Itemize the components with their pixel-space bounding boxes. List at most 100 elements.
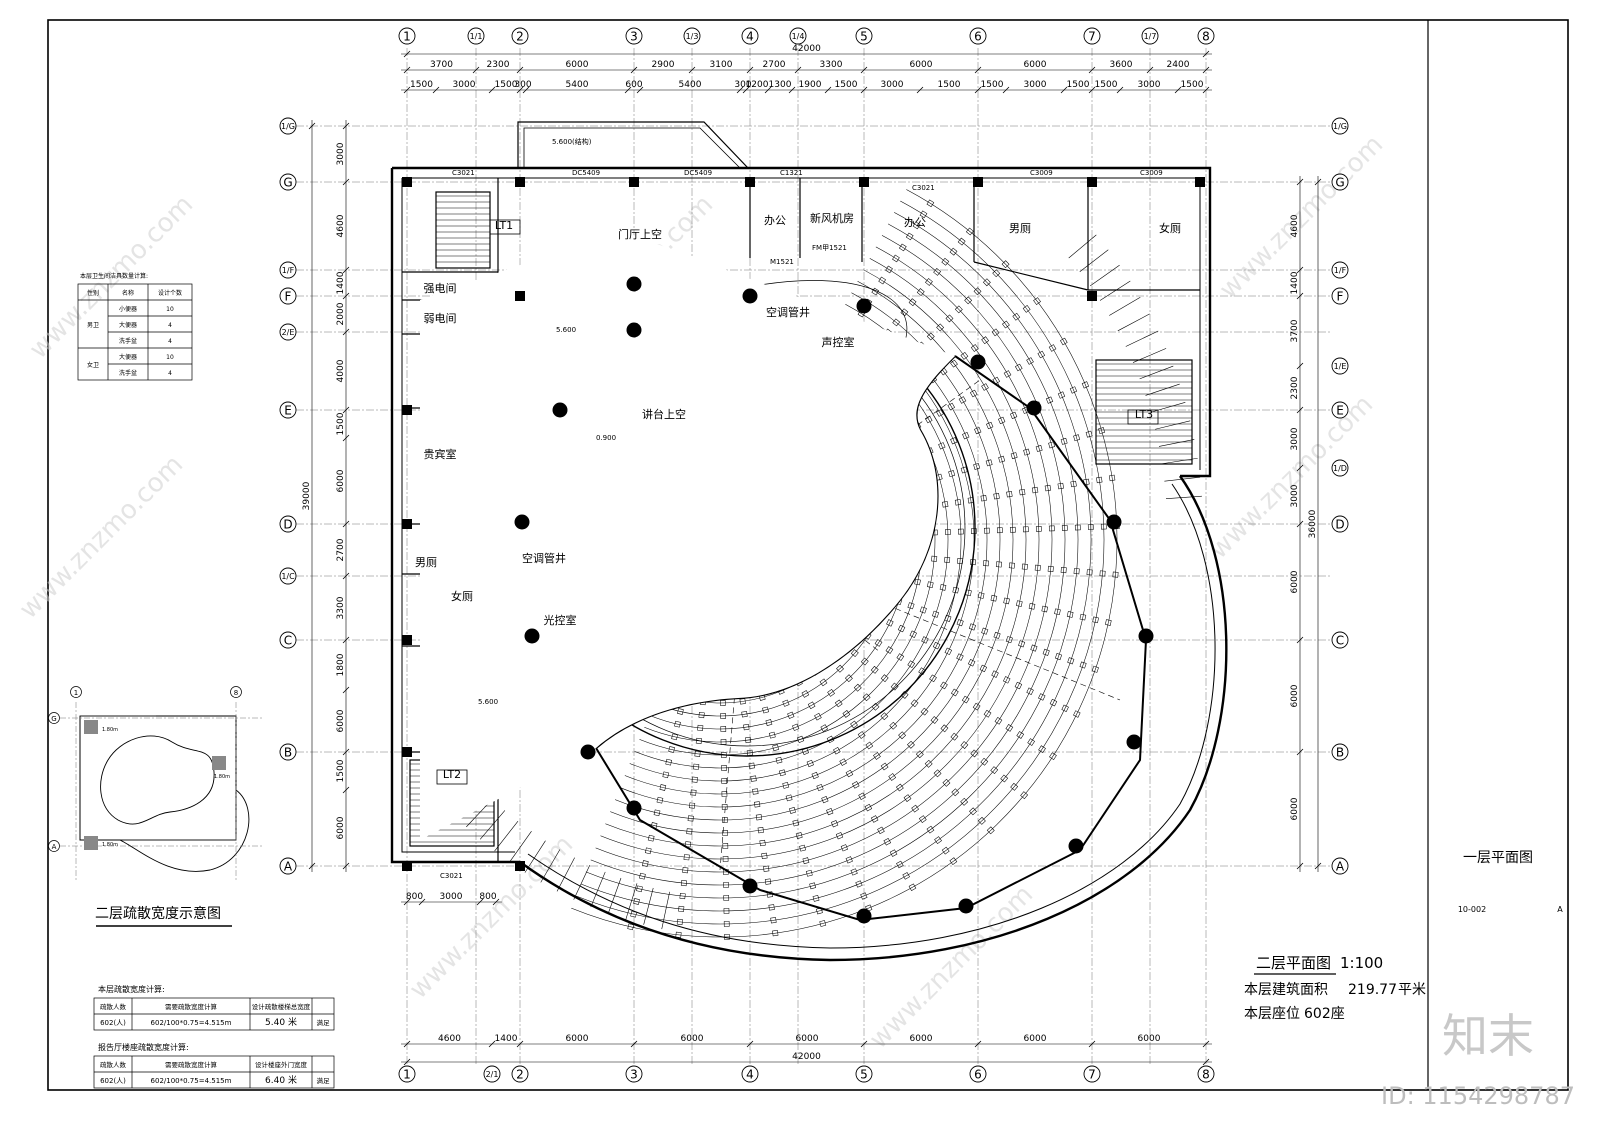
- fixture-cell-1-1: 大便器: [119, 321, 137, 329]
- svg-text:D: D: [283, 518, 292, 532]
- svg-text:6000: 6000: [1138, 1034, 1161, 1044]
- lift-lt3-box: [1127, 409, 1159, 425]
- fixture-cell-0-0: 男卫: [87, 322, 99, 329]
- svg-text:1800: 1800: [336, 653, 346, 676]
- room-strong-elec: 强电间: [424, 282, 457, 295]
- plan-title-block: 二层平面图 1:100 本层建筑面积 219.77 平米 本层座位 602座: [1244, 954, 1426, 1022]
- svg-text:G: G: [283, 176, 292, 190]
- svg-text:1300: 1300: [769, 80, 792, 90]
- svg-text:800: 800: [479, 892, 496, 902]
- plan-title-name: 二层平面图: [1256, 954, 1331, 972]
- evac-table-2-title: 报告厅楼座疏散宽度计算:: [98, 1042, 189, 1052]
- svg-text:2/E: 2/E: [282, 328, 295, 337]
- svg-text:B: B: [284, 746, 292, 760]
- axis-bubble-left-3: F: [279, 287, 297, 305]
- axis-bubble-right-1: G: [1331, 173, 1349, 191]
- label-elev-5600-c: 5.600: [478, 698, 498, 706]
- svg-text:1400: 1400: [1290, 271, 1300, 294]
- svg-text:6000: 6000: [681, 1034, 704, 1044]
- svg-text:A: A: [1336, 860, 1345, 874]
- svg-text:42000: 42000: [792, 44, 821, 54]
- svg-text:6000: 6000: [910, 60, 933, 70]
- svg-text:8: 8: [1202, 1068, 1210, 1082]
- svg-text:42000: 42000: [792, 1052, 821, 1062]
- axis-bubble-top-8: 6: [969, 27, 987, 45]
- svg-text:1500: 1500: [835, 80, 858, 90]
- axis-bubble-top-1: 1/1: [467, 27, 485, 45]
- fixture-header-1: 名称: [122, 289, 134, 297]
- svg-text:1/7: 1/7: [1144, 32, 1157, 41]
- plan-area-label: 本层建筑面积: [1244, 982, 1328, 998]
- axis-bubble-left-6: D: [279, 515, 297, 533]
- svg-text:6: 6: [974, 30, 982, 44]
- svg-text:6000: 6000: [796, 1034, 819, 1044]
- svg-text:F: F: [285, 290, 292, 304]
- axis-bubble-right-0: 1/G: [1331, 117, 1349, 135]
- axis-bubble-right-5: E: [1331, 401, 1349, 419]
- axis-bubble-bottom-8: 8: [1197, 1065, 1215, 1083]
- svg-text:A: A: [284, 860, 293, 874]
- svg-text:1: 1: [403, 30, 411, 44]
- room-labels: 门厅上空 办公 新风机房 办公 男厕 女厕 强电间 弱电间 贵宾室 男厕 女厕 …: [415, 211, 1181, 785]
- watermark-id-text: ID: 1154298787: [1381, 1082, 1575, 1110]
- evac-t2-c1: 602(人): [100, 1077, 126, 1085]
- evac-axis-8: 8: [234, 689, 238, 697]
- evac-tag-2: 1.80m: [214, 774, 230, 780]
- axis-bubble-left-2: 1/F: [279, 261, 297, 279]
- svg-text:4000: 4000: [336, 359, 346, 382]
- svg-text:1/F: 1/F: [282, 266, 295, 275]
- svg-text:3000: 3000: [1138, 80, 1161, 90]
- axis-bubble-right-9: B: [1331, 743, 1349, 761]
- svg-text:2300: 2300: [487, 60, 510, 70]
- axis-bubble-top-3: 3: [625, 27, 643, 45]
- svg-text:2700: 2700: [763, 60, 786, 70]
- svg-text:1200: 1200: [746, 80, 769, 90]
- axis-bubble-bottom-7: 7: [1083, 1065, 1101, 1083]
- lift-lt2-box: [436, 769, 468, 785]
- watermark-site-2: www.znzmo.com: [14, 450, 189, 625]
- evac-t1-h2: 需要疏散宽度计算: [165, 1002, 218, 1011]
- axis-bubble-bottom-6: 6: [969, 1065, 987, 1083]
- fixture-cell-4-1: 洗手盆: [119, 369, 137, 377]
- svg-text:3000: 3000: [1290, 427, 1300, 450]
- svg-text:300: 300: [734, 80, 751, 90]
- svg-text:C: C: [1336, 634, 1344, 648]
- svg-text:1500: 1500: [981, 80, 1004, 90]
- svg-text:3: 3: [630, 1068, 638, 1082]
- axis-bubble-top-11: 8: [1197, 27, 1215, 45]
- svg-text:1400: 1400: [336, 271, 346, 294]
- svg-text:2300: 2300: [1290, 376, 1300, 399]
- fixture-cell-2-2: 4: [168, 338, 172, 345]
- axis-bubble-top-4: 1/3: [683, 27, 701, 45]
- plan-seats-value: 602座: [1304, 1006, 1345, 1022]
- dim-top-total: 42000: [401, 44, 1212, 58]
- svg-text:6000: 6000: [1290, 797, 1300, 820]
- svg-text:F: F: [1337, 290, 1344, 304]
- svg-text:3600: 3600: [1110, 60, 1133, 70]
- svg-text:7: 7: [1088, 30, 1096, 44]
- svg-text:1/D: 1/D: [1333, 464, 1347, 473]
- axis-bubble-right-3: F: [1331, 287, 1349, 305]
- watermark-logo: 知末 ID: 1154298787: [1381, 1009, 1575, 1110]
- axis-bubble-right-7: D: [1331, 515, 1349, 533]
- svg-text:1/1: 1/1: [470, 32, 483, 41]
- label-c1321: C1321: [780, 169, 803, 177]
- room-weak-elec: 弱电间: [424, 312, 457, 325]
- label-c3021-bottom: C3021: [440, 872, 463, 880]
- axis-bubble-bottom-4: 4: [741, 1065, 759, 1083]
- room-light-ctrl: 光控室: [544, 613, 577, 627]
- svg-text:6000: 6000: [910, 1034, 933, 1044]
- svg-text:3700: 3700: [430, 60, 453, 70]
- title-block-drawing-no: 10-002: [1458, 905, 1486, 914]
- svg-text:3700: 3700: [1290, 319, 1300, 342]
- svg-text:6000: 6000: [336, 816, 346, 839]
- lift-lt2-label: LT2: [443, 768, 461, 781]
- svg-text:C: C: [284, 634, 292, 648]
- evac-diagram-title: 二层疏散宽度示意图: [95, 905, 221, 922]
- fixture-cell-3-2: 10: [166, 354, 174, 361]
- axis-bubble-left-1: G: [279, 173, 297, 191]
- axis-bubble-left-4: 2/E: [279, 323, 297, 341]
- structural-columns: [402, 177, 1205, 924]
- dim-bottom-total: 42000: [401, 1052, 1212, 1066]
